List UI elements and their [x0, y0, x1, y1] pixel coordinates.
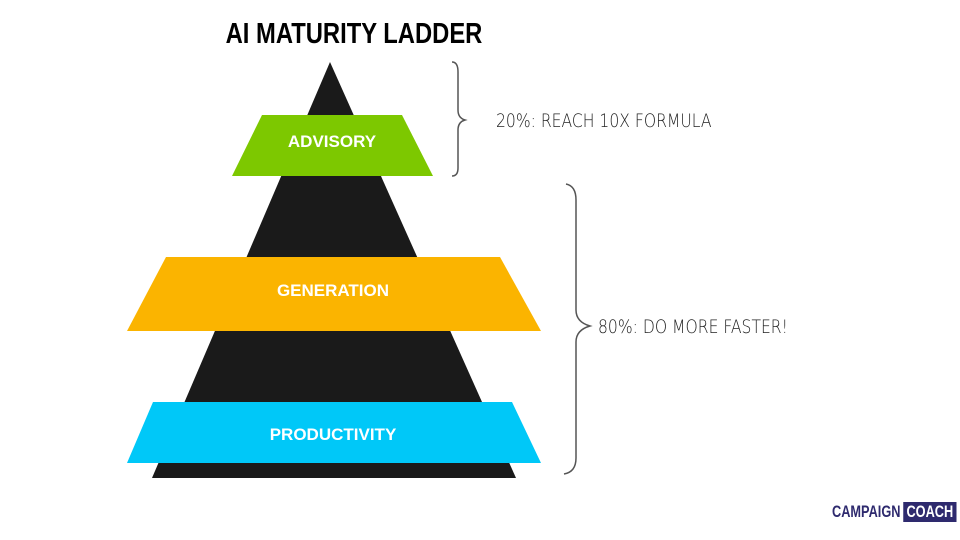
- level-productivity-label: PRODUCTIVITY: [270, 425, 397, 444]
- level-advisory-label: ADVISORY: [288, 132, 377, 151]
- annotation-top: 20%: REACH 10X FORMULA: [496, 110, 712, 132]
- logo-right: COACH: [903, 502, 957, 522]
- level-advisory: [232, 115, 433, 176]
- brace-bottom: [563, 183, 593, 475]
- campaign-coach-logo: CAMPAIGN COACH: [832, 502, 957, 522]
- level-generation: [127, 257, 541, 331]
- logo-left: CAMPAIGN: [832, 502, 901, 521]
- level-generation-label: GENERATION: [277, 281, 389, 300]
- brace-top: [451, 61, 468, 177]
- level-productivity: [127, 402, 541, 463]
- diagram-title: AI MATURITY LADDER: [225, 18, 483, 50]
- annotation-bottom: 80%: DO MORE FASTER!: [598, 316, 788, 338]
